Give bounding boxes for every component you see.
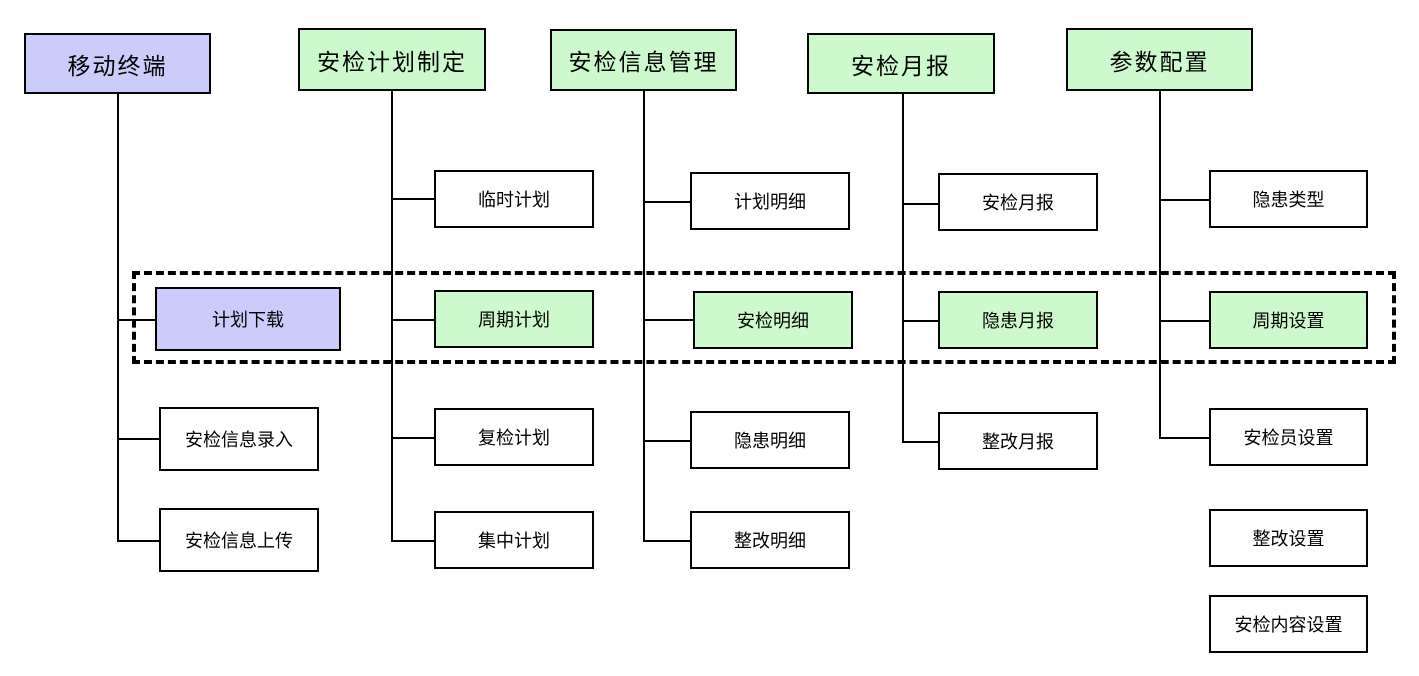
connector-line: [643, 319, 693, 321]
node-plan-detail: 计划明细: [690, 172, 850, 230]
node-label: 临时计划: [478, 190, 550, 211]
node-label: 计划明细: [734, 192, 806, 213]
connector-line: [1159, 437, 1209, 439]
node-label: 周期设置: [1252, 311, 1325, 332]
connector-line: [902, 441, 938, 443]
header-parameter-config: 参数配置: [1066, 28, 1253, 91]
connector-line: [643, 440, 690, 442]
node-label: 安检信息上传: [185, 531, 293, 552]
node-rectification-detail: 整改明细: [690, 511, 850, 569]
header-monthly-report: 安检月报: [807, 33, 995, 94]
node-inspection-content-setting: 安检内容设置: [1209, 595, 1368, 653]
header-info-management: 安检信息管理: [550, 29, 737, 91]
connector-line: [1159, 199, 1209, 201]
highlight-dashed-frame: [132, 271, 1396, 364]
header-plan-making: 安检计划制定: [298, 28, 486, 91]
node-rectification-monthly: 整改月报: [938, 412, 1098, 470]
node-rectification-setting: 整改设置: [1209, 509, 1368, 567]
node-plan-download: 计划下载: [155, 287, 341, 351]
node-hazard-monthly: 隐患月报: [938, 291, 1098, 349]
connector-line: [391, 540, 434, 542]
node-label: 安检月报: [982, 193, 1054, 214]
node-hazard-type: 隐患类型: [1209, 170, 1368, 228]
node-label: 计划下载: [212, 310, 284, 331]
connector-line: [1159, 320, 1209, 322]
node-label: 集中计划: [478, 531, 550, 552]
connector-line: [1159, 91, 1161, 439]
node-label: 隐患明细: [734, 431, 806, 452]
connector-line: [117, 319, 155, 321]
connector-line: [117, 94, 119, 541]
connector-line: [643, 201, 690, 203]
node-hazard-detail: 隐患明细: [690, 411, 850, 469]
node-inspection-info-entry: 安检信息录入: [159, 407, 319, 471]
connector-line: [902, 203, 938, 205]
node-label: 安检内容设置: [1234, 615, 1343, 636]
node-periodic-plan: 周期计划: [434, 290, 594, 348]
node-inspection-info-upload: 安检信息上传: [159, 508, 319, 572]
node-label: 隐患类型: [1252, 190, 1325, 211]
node-temporary-plan: 临时计划: [434, 170, 594, 228]
node-label: 整改设置: [1252, 529, 1325, 550]
node-label: 整改月报: [982, 432, 1054, 453]
node-label: 隐患月报: [982, 311, 1054, 332]
node-label: 复检计划: [478, 428, 550, 449]
connector-line: [643, 91, 645, 541]
node-label: 安检信息录入: [185, 430, 293, 451]
connector-line: [902, 320, 938, 322]
node-label: 整改明细: [734, 531, 806, 552]
header-label: 安检信息管理: [568, 50, 719, 76]
connector-line: [117, 438, 159, 440]
header-label: 移动终端: [67, 53, 168, 80]
node-inspector-setting: 安检员设置: [1209, 408, 1368, 466]
node-inspection-monthly: 安检月报: [938, 173, 1098, 231]
node-period-setting: 周期设置: [1209, 291, 1368, 349]
node-centralized-plan: 集中计划: [434, 511, 594, 569]
node-inspection-detail: 安检明细: [693, 291, 853, 349]
connector-line: [391, 91, 393, 541]
node-recheck-plan: 复检计划: [434, 408, 594, 466]
node-label: 安检员设置: [1243, 428, 1334, 449]
header-label: 安检月报: [851, 53, 951, 80]
connector-line: [391, 319, 434, 321]
header-mobile-terminal: 移动终端: [24, 33, 211, 94]
header-label: 安检计划制定: [317, 49, 467, 76]
node-label: 周期计划: [478, 310, 550, 331]
connector-line: [391, 198, 434, 200]
connector-line: [391, 437, 434, 439]
node-label: 安检明细: [737, 311, 809, 332]
header-label: 参数配置: [1109, 49, 1210, 76]
connector-line: [117, 540, 159, 542]
connector-line: [902, 94, 904, 442]
connector-line: [643, 540, 690, 542]
